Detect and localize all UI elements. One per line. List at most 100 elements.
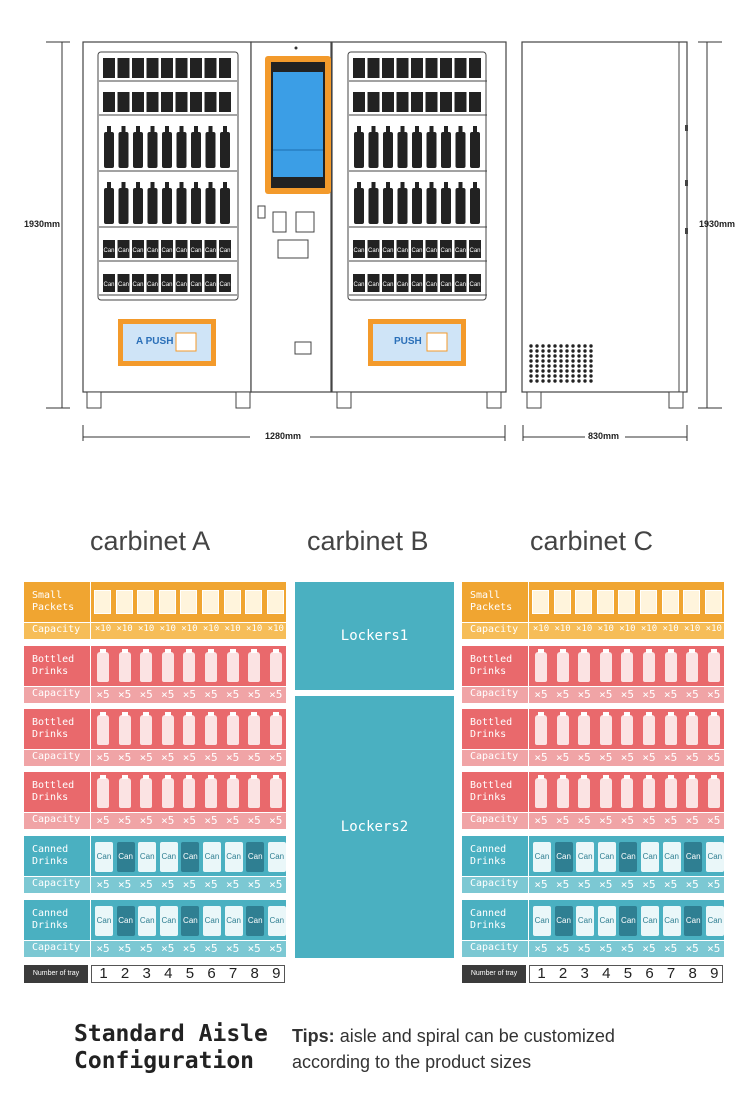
machine-can-label: Can (190, 282, 201, 288)
cabinet-c-title: carbinet C (530, 526, 654, 556)
machine-can-label: Can (118, 248, 129, 254)
bottle-item (535, 649, 547, 682)
machine-can-label: Can (426, 282, 437, 288)
machine-packet (367, 58, 380, 78)
bottle-item (686, 649, 699, 682)
bottle-item (183, 775, 196, 808)
capacity-value: ×5 (117, 878, 132, 891)
capacity-value: ×5 (534, 878, 548, 891)
machine-can (175, 240, 188, 258)
packet-item (575, 590, 593, 614)
bottle-item (248, 649, 261, 682)
bottle-cap (100, 712, 106, 716)
capacity-value: ×5 (225, 751, 240, 764)
machine-bottle-neck (136, 126, 140, 132)
capacity-value: ×5 (663, 942, 678, 955)
row-type-line1: Small (32, 590, 63, 601)
bottle-cap (143, 712, 150, 716)
can-item: Can (662, 906, 681, 936)
bottle-item (161, 712, 174, 745)
bottle-item (535, 775, 547, 808)
machine-bottle-neck (208, 126, 213, 132)
tray-number-label: Number of tray (24, 965, 88, 983)
can-item: Can (203, 842, 221, 872)
width-label-side: 830mm (588, 431, 620, 441)
row-type-line2: Drinks (470, 920, 507, 931)
machine-bottle (191, 188, 201, 224)
can-item: Can (181, 842, 200, 872)
bottle-item (205, 712, 217, 745)
machine-can (146, 274, 159, 292)
machine-bottle-neck (357, 182, 361, 188)
capacity-value: ×5 (182, 688, 197, 701)
machine-bottle (162, 132, 172, 168)
capacity-label: Capacity (24, 623, 90, 639)
machine-can-label: Can (397, 282, 408, 288)
machine-can-label: Can (219, 282, 230, 288)
bottle-cap (538, 712, 544, 716)
machine-can-label: Can (382, 248, 393, 254)
vent-dot (553, 369, 557, 373)
can-item: Can (684, 906, 703, 936)
bottle-item (140, 649, 153, 682)
machine-control-panel (250, 41, 332, 393)
tray-number: 9 (272, 965, 281, 982)
vent-dot (529, 359, 533, 363)
vent-dot (535, 359, 539, 363)
machine-packet (219, 92, 231, 112)
vent-dot (559, 374, 563, 378)
capacity-value: ×5 (161, 878, 175, 891)
machine-bottle-neck (357, 126, 361, 132)
machine-can-label: Can (455, 282, 466, 288)
capacity-value: ×5 (555, 814, 570, 827)
machine-bottle (397, 132, 408, 168)
packet-item (553, 590, 571, 614)
packet-item (158, 590, 176, 614)
bottle-cap (208, 775, 214, 779)
vent-dot (571, 359, 575, 363)
capacity-value: ×5 (685, 878, 699, 891)
machine-bottle (383, 188, 393, 224)
packet-item (532, 590, 549, 614)
capacity-value: ×10 (138, 624, 155, 634)
vent-dot (583, 379, 587, 383)
vent-dot (553, 344, 557, 348)
machine-can-label: Can (205, 282, 216, 288)
bottle-cap (208, 712, 214, 716)
can-item: Can (533, 842, 551, 872)
machine-bottle (162, 188, 172, 224)
machine-packet (161, 58, 173, 78)
bottle-cap (272, 712, 279, 716)
capacity-value: ×5 (620, 688, 635, 701)
vent-dot (565, 374, 569, 378)
machine-packet (411, 58, 423, 78)
machine-can (353, 240, 365, 258)
bottle-item (556, 712, 569, 745)
vent-dot (553, 374, 557, 378)
can-item: Can (95, 906, 113, 936)
vent-dot (559, 364, 563, 368)
bottle-cap (164, 649, 171, 653)
machine-packet (190, 58, 202, 78)
capacity-value: ×5 (707, 814, 721, 827)
machine-packet (175, 92, 188, 112)
machine-can-label: Can (147, 282, 158, 288)
bottle-item (161, 649, 174, 682)
tray-number: 6 (645, 965, 654, 982)
bottle-cap (229, 775, 236, 779)
cabinet-b-title: carbinet B (307, 526, 429, 556)
capacity-value: ×5 (577, 751, 591, 764)
vent-dot (577, 369, 581, 373)
bottle-item (621, 775, 634, 808)
bottle-cap (100, 775, 106, 779)
machine-bottle-neck (371, 182, 376, 188)
vent-dot (535, 354, 539, 358)
vent-dot (589, 349, 593, 353)
capacity-value: ×10 (684, 624, 701, 634)
machine-can (411, 274, 423, 292)
vent-dot (577, 359, 581, 363)
machine-can (411, 240, 423, 258)
row-type-line1: Bottled (32, 717, 75, 728)
capacity-label: Capacity (24, 750, 90, 766)
